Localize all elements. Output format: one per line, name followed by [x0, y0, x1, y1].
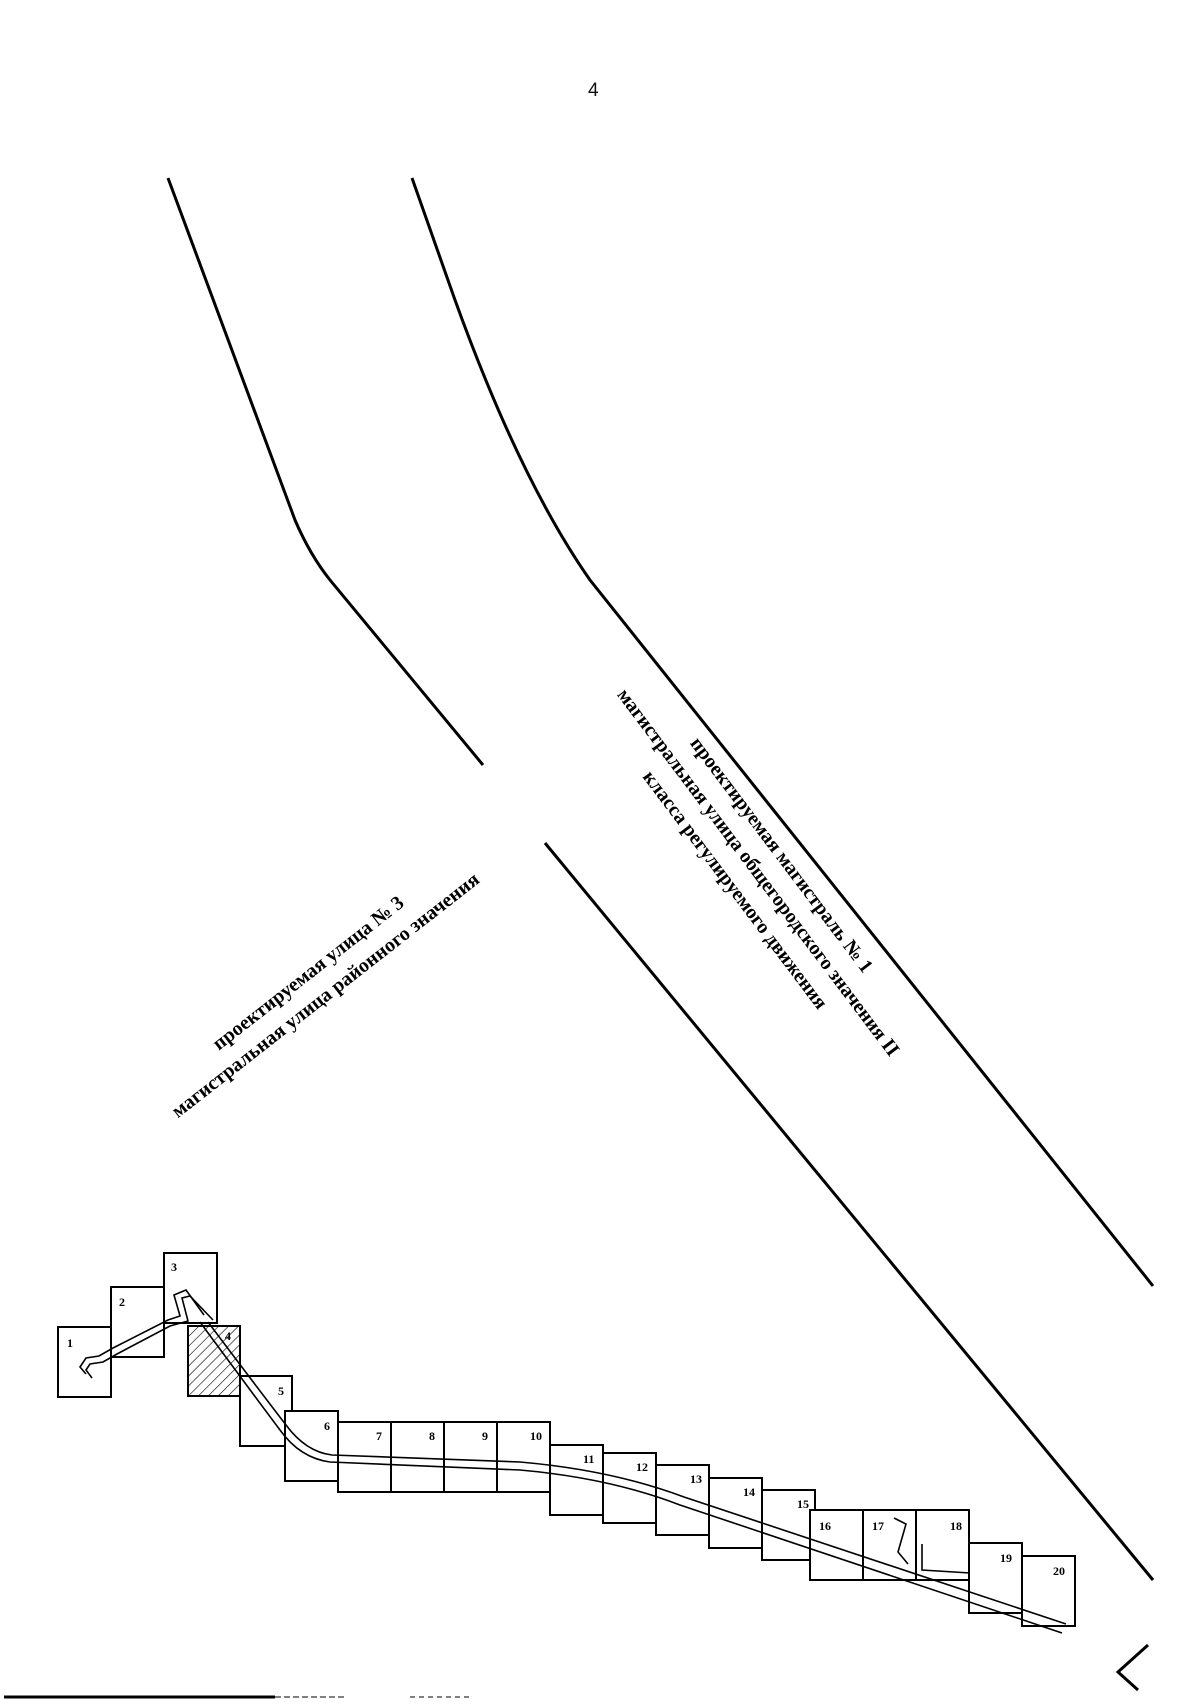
- sheet-6[interactable]: 6: [284, 1410, 339, 1482]
- svg-text:12: 12: [636, 1460, 648, 1474]
- sheet-13[interactable]: 13: [655, 1464, 710, 1536]
- corner-mark: [1115, 1643, 1150, 1692]
- magistral-bottom-edge: [543, 842, 1155, 1581]
- sheet-index: 1 2 3 4 5: [57, 1252, 1076, 1627]
- svg-text:13: 13: [690, 1472, 702, 1486]
- svg-text:11: 11: [583, 1452, 594, 1466]
- svg-text:14: 14: [743, 1485, 755, 1499]
- sheet-10[interactable]: 10: [496, 1421, 551, 1493]
- svg-text:8: 8: [429, 1429, 435, 1443]
- svg-text:20: 20: [1053, 1564, 1065, 1578]
- svg-text:10: 10: [530, 1429, 542, 1443]
- svg-text:1: 1: [67, 1336, 73, 1350]
- street3-label: проектируемая улица № 3 магистральная ул…: [167, 868, 484, 1122]
- svg-text:5: 5: [278, 1384, 284, 1398]
- sheet-4[interactable]: 4: [187, 1325, 241, 1397]
- magistral-top-edge: [410, 177, 1155, 1287]
- svg-text:18: 18: [950, 1519, 962, 1533]
- svg-text:9: 9: [482, 1429, 488, 1443]
- svg-text:6: 6: [324, 1419, 330, 1433]
- pipeline-route: [78, 1289, 1067, 1634]
- sheet-15[interactable]: 15: [761, 1489, 816, 1561]
- svg-text:17: 17: [872, 1519, 884, 1533]
- sheet-16[interactable]: 16: [809, 1509, 864, 1581]
- svg-text:3: 3: [171, 1260, 177, 1274]
- svg-text:16: 16: [819, 1519, 831, 1533]
- street3-left-edge: [166, 177, 485, 766]
- sheet-19[interactable]: 19: [968, 1542, 1023, 1614]
- page-number: 4: [588, 80, 599, 101]
- magistral1-class: магистральная улица общегородского значе…: [613, 685, 904, 1061]
- sheet-3[interactable]: 3: [163, 1252, 218, 1324]
- svg-text:7: 7: [376, 1429, 382, 1443]
- svg-text:19: 19: [1000, 1551, 1012, 1565]
- sheet-2[interactable]: 2: [110, 1286, 165, 1358]
- sheet-18[interactable]: 18: [915, 1509, 970, 1581]
- svg-text:15: 15: [797, 1497, 809, 1511]
- svg-text:2: 2: [119, 1295, 125, 1309]
- sheet-20[interactable]: 20: [1021, 1555, 1076, 1627]
- magistral1-label: проектируемая магистраль № 1 магистральн…: [613, 685, 904, 1061]
- svg-text:4: 4: [225, 1329, 231, 1343]
- sheet-17[interactable]: 17: [862, 1509, 917, 1581]
- sheet-14[interactable]: 14: [708, 1477, 763, 1549]
- sheet-9[interactable]: 9: [443, 1421, 498, 1493]
- street3-class: магистральная улица районного значения: [167, 868, 484, 1122]
- street3-name: проектируемая улица № 3: [208, 892, 408, 1055]
